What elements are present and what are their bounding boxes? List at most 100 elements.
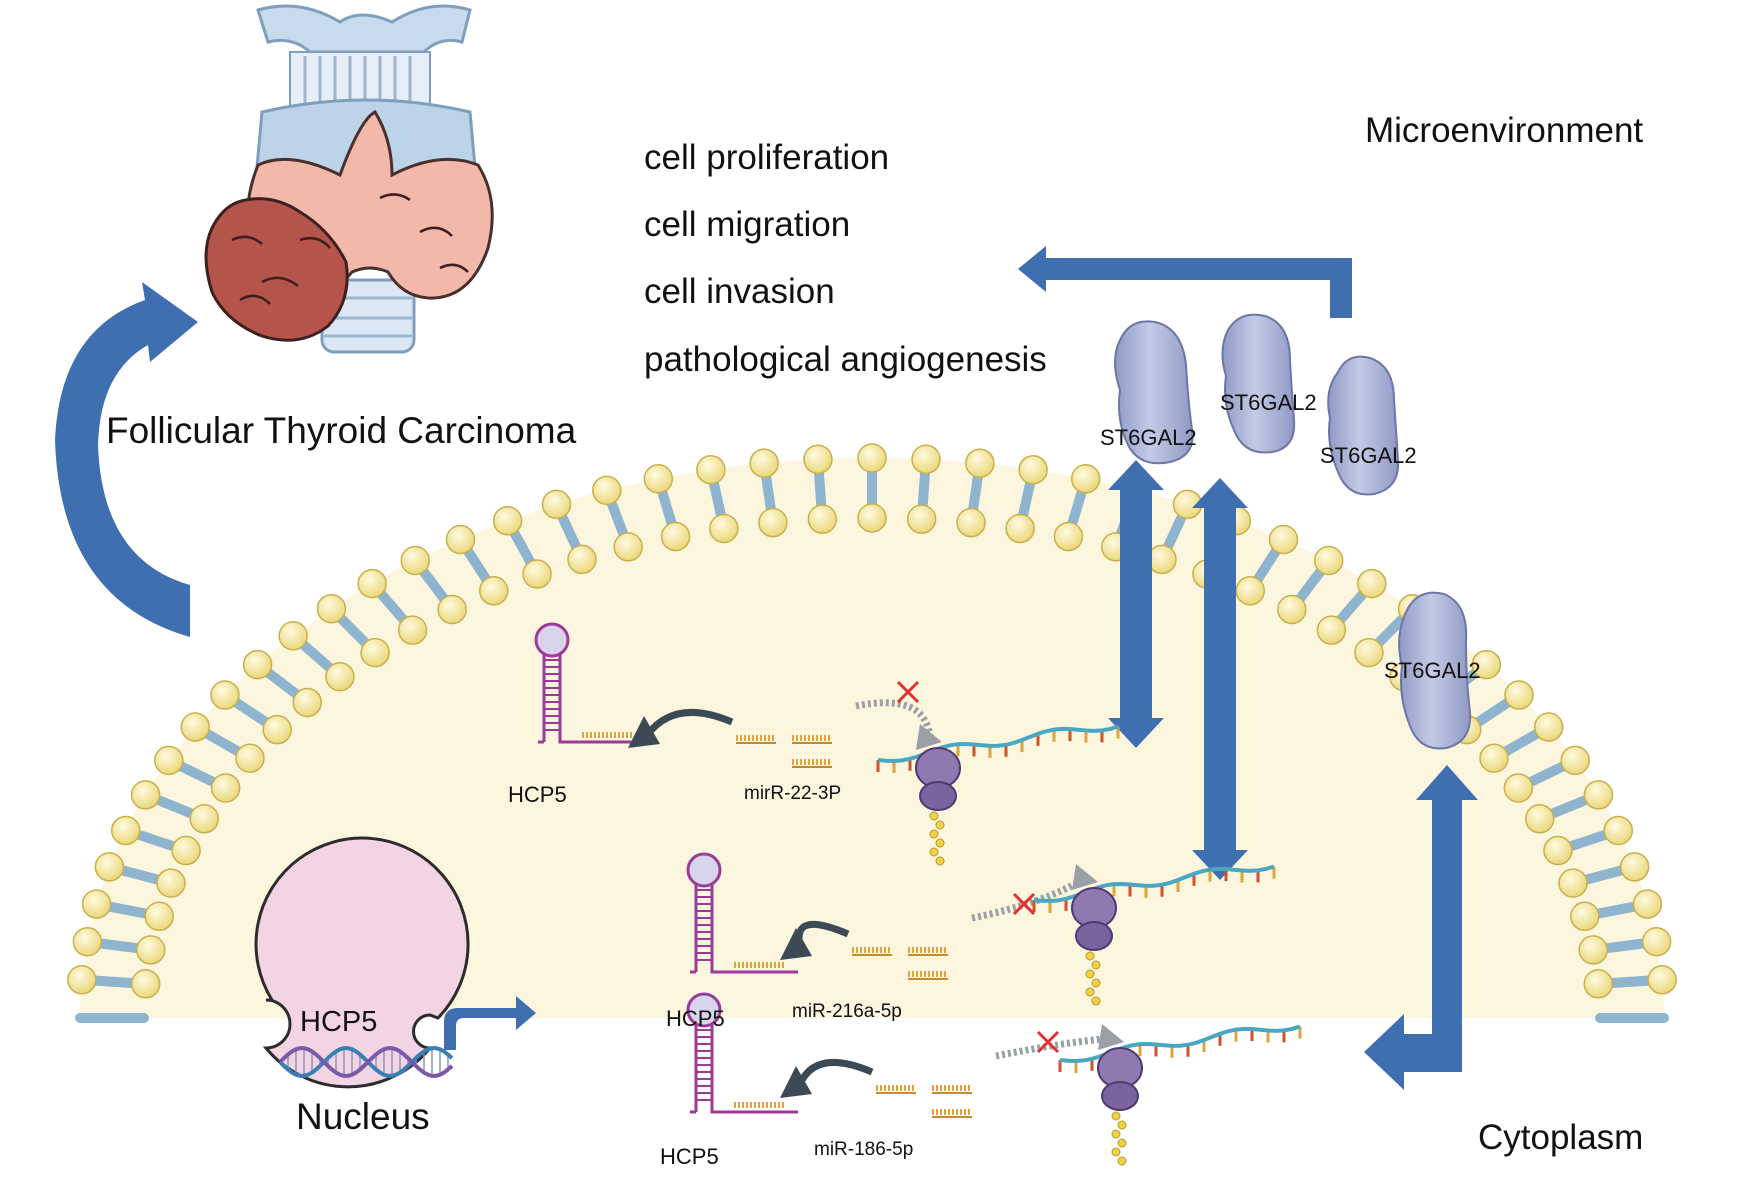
lipid-head <box>803 444 833 475</box>
lipid-head <box>154 745 184 776</box>
lipid-head <box>72 926 103 957</box>
lipid-head <box>1313 545 1344 576</box>
nucleus-label: Nucleus <box>296 1096 430 1137</box>
lipid-head <box>1583 969 1614 999</box>
lipid-head <box>67 965 97 995</box>
outcome-4: pathological angiogenesis <box>644 340 1047 379</box>
lipid-head <box>360 637 390 668</box>
mirna-duplex-icon <box>736 735 832 768</box>
lipid-head <box>325 661 355 692</box>
lipid-head <box>94 852 125 882</box>
mrna-ribosome-icon <box>876 724 1120 866</box>
lipid-head <box>1471 649 1502 680</box>
lipid-head <box>592 475 622 506</box>
lipid-head <box>522 559 552 589</box>
lipid-head <box>397 615 428 645</box>
lipid-head <box>911 444 941 475</box>
mirna-duplex-icon <box>852 947 948 980</box>
lipid-head <box>136 935 166 965</box>
cytoplasm-region <box>80 458 1664 1018</box>
lipid-head <box>437 594 467 625</box>
mirna-duplex-icon <box>876 1085 972 1118</box>
lipid-head <box>807 504 838 534</box>
outcome-1: cell proliferation <box>644 138 890 177</box>
lipid-head <box>1316 615 1347 645</box>
lipid-head <box>1524 804 1555 834</box>
sponge-arrow-head <box>780 1066 812 1098</box>
st6gal2-label: ST6GAL2 <box>1320 443 1417 468</box>
lncrna-label: HCP5 <box>508 782 567 807</box>
lipid-head <box>1641 926 1672 957</box>
nucleus <box>254 836 470 1089</box>
lipid-head <box>492 506 523 536</box>
axis-3 <box>686 992 1302 1166</box>
lipid-head <box>1357 568 1387 599</box>
lipid-head <box>567 544 597 575</box>
lipid-head <box>1603 815 1634 846</box>
lipid-head <box>1504 680 1534 710</box>
inhibition-icon <box>1012 892 1036 916</box>
lipid-head <box>445 524 476 555</box>
st6gal2-label: ST6GAL2 <box>1100 425 1197 450</box>
lipid-head <box>1632 889 1663 919</box>
hcp5-hairpin-icon <box>534 622 646 744</box>
lipid-head <box>613 532 643 562</box>
lipid-head <box>144 901 174 932</box>
lipid-head <box>1053 521 1084 552</box>
lipid-head <box>1268 524 1299 555</box>
lipid-head <box>235 743 265 773</box>
st6gal2-label: ST6GAL2 <box>1220 390 1317 415</box>
blocked-arrow <box>995 1034 1113 1060</box>
sponge-arrow <box>796 1058 874 1086</box>
lipid-head <box>316 593 347 624</box>
lipid-head <box>1479 743 1509 773</box>
lipid-head <box>210 773 241 803</box>
region-cytoplasm: Cytoplasm <box>1478 1118 1644 1157</box>
lipid-head <box>1647 965 1677 995</box>
lipid-head <box>643 464 674 494</box>
lipid-head <box>1619 852 1650 882</box>
lipid-head <box>965 448 995 478</box>
lipid-head <box>1147 544 1177 575</box>
dna-helix-icon <box>278 1046 454 1078</box>
lipid-head <box>292 687 323 718</box>
lipid-head <box>130 969 161 999</box>
inhibition-icon <box>896 680 920 704</box>
mirna-label: miR-216a-5p <box>792 1001 902 1022</box>
st6gal2-protein <box>1221 313 1296 454</box>
lipid-head <box>1583 780 1614 810</box>
mrna-ribosome-icon <box>1032 864 1276 1006</box>
blocked-arrow <box>855 699 934 739</box>
lipid-head <box>110 815 141 846</box>
st6gal2-protein <box>1398 591 1472 750</box>
lipid-head <box>1070 464 1101 494</box>
st6gal2-label: ST6GAL2 <box>1384 658 1481 683</box>
lncrna-label: HCP5 <box>666 1006 725 1031</box>
lipid-head <box>189 804 220 834</box>
return-arrow <box>1364 765 1478 1090</box>
lipid-head <box>180 712 211 742</box>
lipid-head <box>1354 637 1384 668</box>
sponge-arrow <box>645 708 734 737</box>
lipid-head <box>171 835 201 866</box>
lipid-head <box>1578 935 1608 965</box>
region-microenvironment: Microenvironment <box>1365 111 1644 150</box>
double-arrow <box>1192 478 1248 880</box>
lipid-head <box>1503 773 1534 803</box>
lncrna-label: HCP5 <box>660 1144 719 1169</box>
nucleus-gene-label: HCP5 <box>300 1006 378 1038</box>
lipid-head <box>857 503 887 533</box>
lipid-head <box>541 489 572 520</box>
lipid-head <box>156 868 186 898</box>
lipid-head <box>1570 901 1600 932</box>
inhibition-icon <box>1036 1030 1060 1054</box>
lipid-head <box>262 714 292 745</box>
mrna-ribosome-icon <box>1058 1024 1302 1166</box>
lipid-head <box>1533 712 1564 742</box>
double-arrow <box>1108 460 1164 748</box>
axis-1 <box>534 622 1120 866</box>
lipid-head <box>956 507 986 538</box>
transcription-arrow <box>444 996 536 1050</box>
sponge-arrow-head <box>780 928 812 960</box>
